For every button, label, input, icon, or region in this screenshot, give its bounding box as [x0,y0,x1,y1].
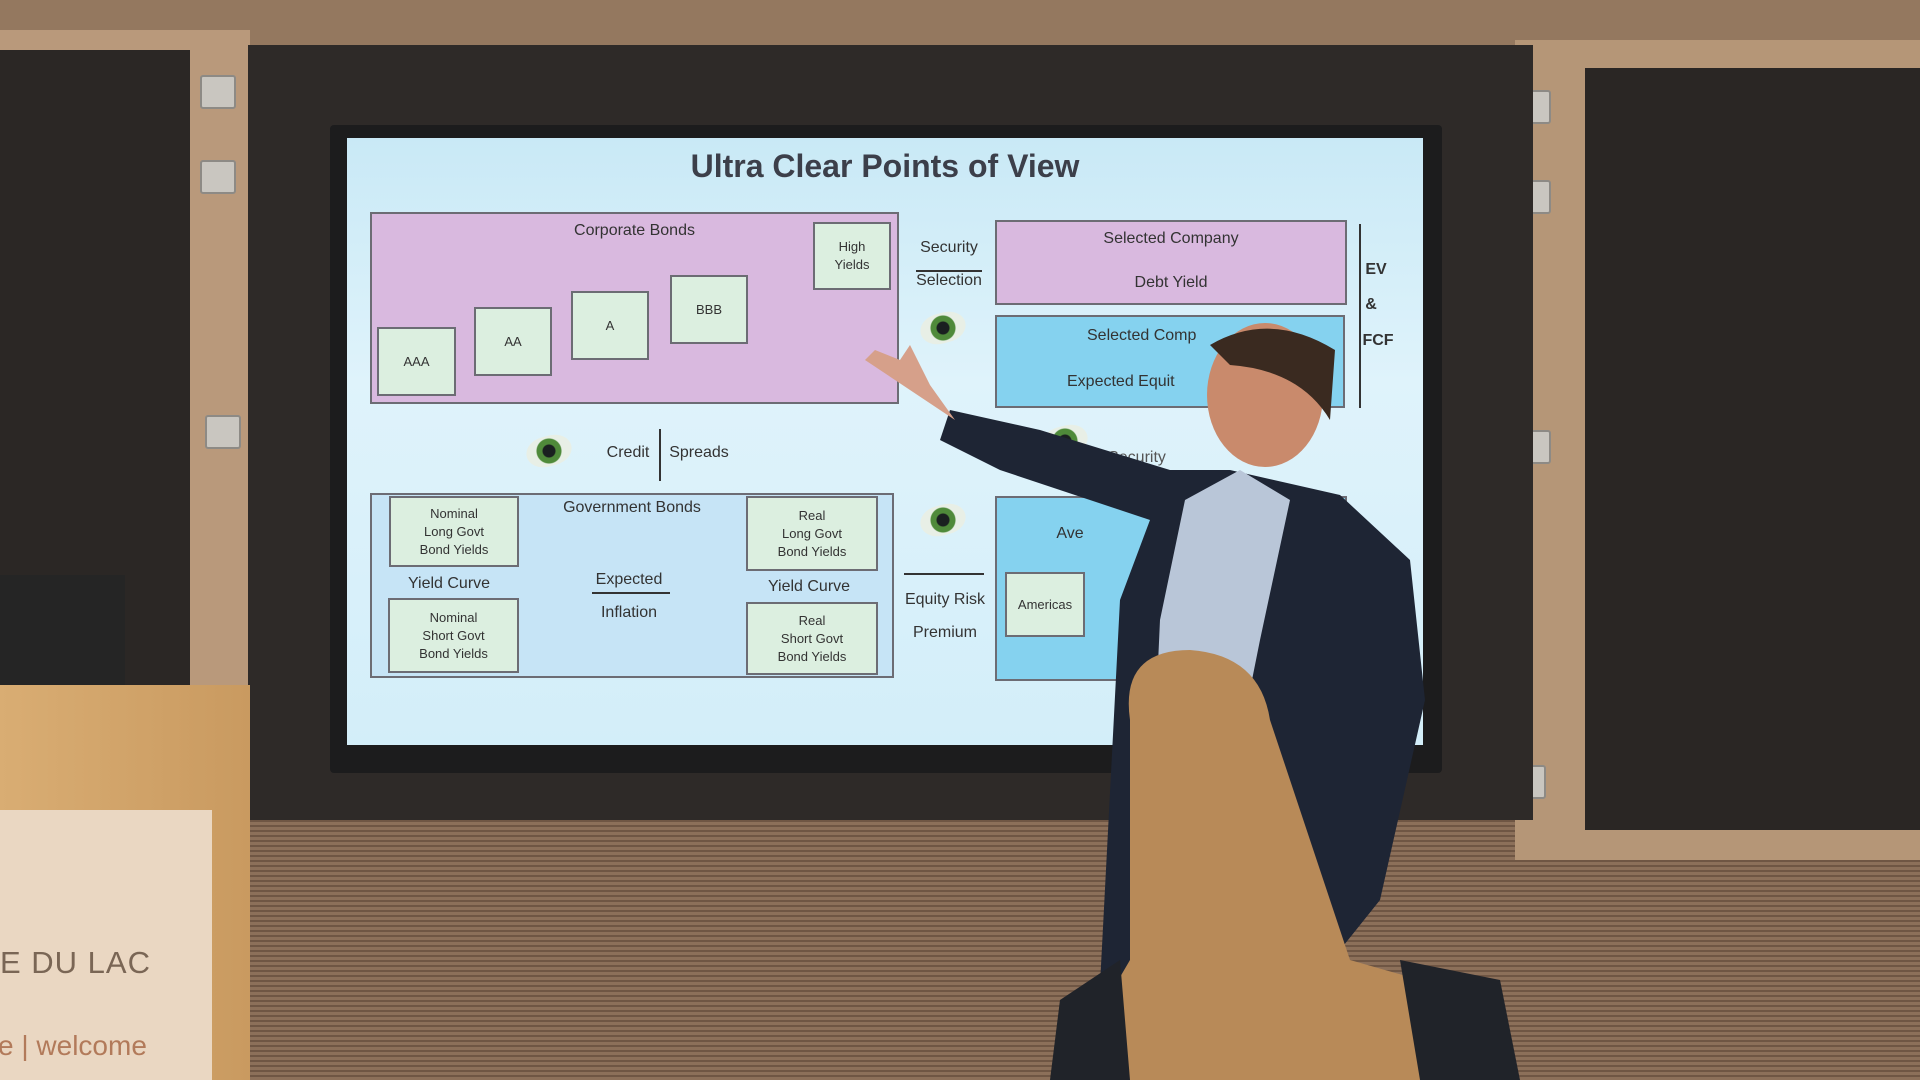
box-line: Long Govt [424,523,484,539]
box-line: Bond Yields [777,543,847,559]
rating-aaa: AAA [377,327,456,396]
yield-curve-label: Yield Curve [407,575,491,592]
box-line: Long Govt [782,525,842,541]
yield-curve-label: Yield Curve [767,578,851,595]
podium-sign-line2: e | welcome [0,1030,147,1061]
real-short-box: Real Short Govt Bond Yields [746,602,878,675]
box-line: Bond Yields [419,645,488,661]
fcf-label: FCF [1362,332,1394,349]
hinge-icon [200,75,236,109]
box-line: Debt Yield [1134,274,1208,291]
rating-aa: AA [474,307,552,376]
nominal-long-box: Nominal Long Govt Bond Yields [389,496,519,567]
selected-company-debt-box: Selected Company Debt Yield [995,220,1347,305]
spreads-label: Spreads [669,444,729,461]
podium-sign-line1: E DU LAC [0,945,151,980]
americas-box: Americas [1005,572,1085,637]
slide-title: Ultra Clear Points of View [690,148,1080,184]
right-acoustic-panel [1585,68,1920,830]
premium-label: Premium [912,624,978,641]
double-arrow-icon [904,573,984,575]
selection-label: Selection [916,272,982,289]
box-line: Short Govt [780,630,844,646]
box-line: Selected Company [1103,230,1239,247]
hinge-icon [200,160,236,194]
high-yields-line: Yields [834,257,870,272]
expected-label: Expected [595,571,663,588]
equity-risk-label: Equity Risk [904,591,986,608]
double-arrow-icon [916,270,982,272]
nominal-short-box: Nominal Short Govt Bond Yields [388,598,519,673]
box-line: Real [798,507,826,523]
double-arrow-icon [592,592,670,594]
vertical-arrow-icon [659,429,661,481]
rating-a: A [571,291,649,360]
pointing-hand-icon [865,345,955,420]
regions-partial-label: Ave [1056,525,1084,542]
real-long-box: Real Long Govt Bond Yields [746,496,878,571]
ev-label: EV [1365,261,1387,278]
high-yields-line: High [838,239,866,254]
box-line: Short Govt [422,627,485,643]
audience-member-hair [1060,650,1520,1080]
wall-top [0,0,1920,45]
hinge-icon [205,415,241,449]
vertical-arrow-icon [1359,224,1361,408]
box-line: Real [798,612,826,628]
laptop [0,575,125,687]
box-line: Bond Yields [777,648,847,664]
government-bonds-label: Government Bonds [563,499,701,516]
corporate-bonds-label: Corporate Bonds [574,222,695,239]
rating-bbb: BBB [670,275,748,344]
box-line: Nominal [430,505,478,521]
podium-sign [0,810,212,1080]
inflation-label: Inflation [600,604,658,621]
high-yields-box: High Yields [813,222,891,290]
box-line: Nominal [429,609,478,625]
box-line: Expected Equit [1067,373,1175,390]
ampersand-label: & [1365,296,1377,313]
security-label: Security [920,239,978,256]
box-line: Selected Comp [1087,327,1197,344]
box-line: Bond Yields [419,541,489,557]
credit-label: Credit [606,444,650,461]
